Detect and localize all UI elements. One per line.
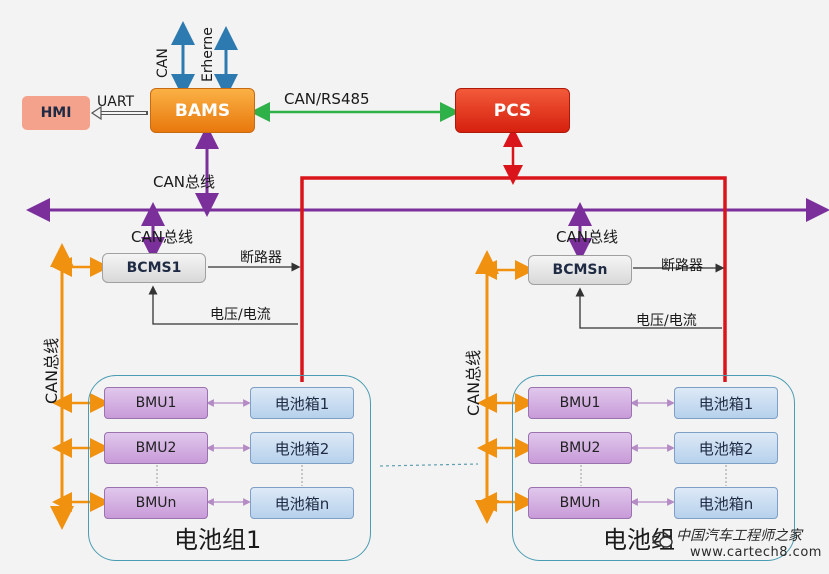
groups-ellipsis-line [379,463,479,467]
bcmsn-can-bus-label: CAN总线 [556,228,618,246]
watermark: 中国汽车工程师之家 www.cartech8.com [652,523,822,567]
group1-pack-1: 电池箱1 [250,387,354,419]
left-can-bus-label-2: CAN总线 [464,349,483,416]
can-rs485-label: CAN/RS485 [284,90,370,108]
bcmsn-node: BCMSn [528,255,632,285]
watermark-text-2: www.cartech8.com [690,545,822,560]
watermark-text-1: 中国汽车工程师之家 [676,528,802,544]
wechat-logo-icon [652,531,673,548]
bcms1-vi-line [148,285,298,325]
ethernet-label: Erherne [200,27,216,82]
pcs-node: PCS [455,88,570,133]
battery-group-n [512,375,795,561]
bcmsn-breaker-label: 断路器 [661,258,703,274]
bcms1-vi-label: 电压/电流 [210,307,271,323]
group2-bmu-1: BMU1 [528,387,632,419]
group1-bmu-2: BMU2 [104,432,208,464]
bcmsn-vi-line [575,287,722,329]
group1-bmu-n: BMUn [104,487,208,519]
bcms1-node: BCMS1 [102,253,206,283]
bams-node: BAMS [150,88,255,133]
battery-group-1 [88,375,371,561]
uart-label: UART [97,94,135,110]
bcms1-breaker-label: 断路器 [240,250,282,266]
bams-can-bus-label: CAN总线 [153,173,215,191]
bcmsn-vi-label: 电压/电流 [636,313,697,329]
group2-pack-n: 电池箱n [674,487,778,519]
group1-title: 电池组1 [174,526,262,554]
group2-pack-2: 电池箱2 [674,432,778,464]
group2-bmu-n: BMUn [528,487,632,519]
group1-pack-n: 电池箱n [250,487,354,519]
group2-pack-1: 电池箱1 [674,387,778,419]
group1-pack-2: 电池箱2 [250,432,354,464]
bcms1-can-bus-label: CAN总线 [131,228,193,246]
left-can-bus-label-1: CAN总线 [42,337,61,404]
hmi-node: HMI [22,96,90,130]
group1-bmu-1: BMU1 [104,387,208,419]
can-top-label: CAN [155,48,171,78]
group2-bmu-2: BMU2 [528,432,632,464]
